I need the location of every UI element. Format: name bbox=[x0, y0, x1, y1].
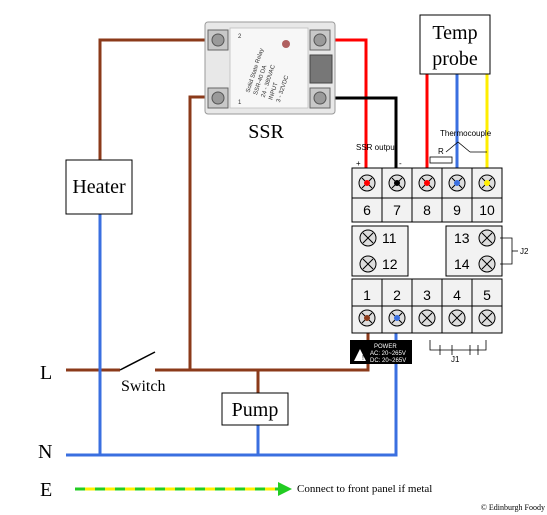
heater-box: Heater bbox=[65, 159, 133, 215]
temp-probe-label-2: probe bbox=[432, 48, 478, 70]
ssr-text-4: INPUT bbox=[268, 82, 279, 101]
terminal-7-label: 7 bbox=[393, 202, 401, 218]
terminal-9-label: 9 bbox=[453, 202, 461, 218]
terminal-12: 12 bbox=[359, 255, 398, 273]
j2-label: J2 bbox=[520, 247, 529, 256]
terminal-4: 4 bbox=[448, 287, 466, 327]
ssr-minus-wire bbox=[325, 96, 398, 182]
terminal-5-label: 5 bbox=[483, 287, 491, 303]
line-n-label: N bbox=[38, 441, 52, 463]
terminal-11: 11 bbox=[359, 229, 397, 247]
terminal-2-label: 2 bbox=[393, 287, 401, 303]
earth-line bbox=[75, 482, 292, 496]
terminal-13-label: 13 bbox=[454, 230, 470, 246]
ssr-minus-sign: - bbox=[399, 159, 402, 168]
terminal-10-label: 10 bbox=[479, 202, 495, 218]
heater-to-ssr-wire bbox=[98, 38, 208, 160]
pump-box: Pump bbox=[221, 392, 289, 426]
copyright: © Edinburgh Foody bbox=[481, 503, 545, 512]
ssr-pin-2: 2 bbox=[238, 34, 242, 40]
neutral-n-line bbox=[66, 315, 398, 457]
power-line-1: POWER bbox=[374, 344, 397, 350]
terminal-mid-rows: 11 12 13 14 bbox=[359, 229, 496, 273]
temp-probe-box: Temp probe bbox=[419, 14, 491, 75]
heater-label: Heater bbox=[72, 176, 126, 198]
power-line-2: AC: 20~265V bbox=[370, 351, 406, 357]
thermocouple-label: Thermocouple bbox=[440, 129, 492, 138]
terminal-4-label: 4 bbox=[453, 287, 461, 303]
earth-arrow-head bbox=[278, 482, 292, 496]
ssr-device: Solid State Relay SSR-40 DA 24 - 380VAC … bbox=[204, 21, 336, 115]
r-label: R bbox=[438, 147, 444, 156]
terminal-8-label: 8 bbox=[423, 202, 431, 218]
ssr-plus-sign: + bbox=[356, 159, 361, 168]
terminal-6-label: 6 bbox=[363, 202, 371, 218]
terminal-13: 13 bbox=[454, 229, 496, 247]
temp-probe-label-1: Temp bbox=[432, 22, 477, 44]
j2-bracket bbox=[500, 237, 518, 265]
ssr-pin-1: 1 bbox=[238, 100, 242, 106]
switch-symbol: Switch bbox=[119, 351, 165, 395]
line-e-label: E bbox=[40, 479, 52, 501]
svg-text:!: ! bbox=[362, 355, 364, 362]
terminal-1-label: 1 bbox=[363, 287, 371, 303]
terminal-12-label: 12 bbox=[382, 256, 398, 272]
resistor-symbol bbox=[429, 141, 487, 164]
ssr-led bbox=[282, 40, 290, 48]
terminal-11-label: 11 bbox=[382, 230, 397, 246]
pump-label: Pump bbox=[232, 399, 279, 421]
earth-note: Connect to front panel if metal bbox=[297, 483, 432, 495]
ssr-label: SSR bbox=[248, 121, 284, 143]
terminal-5: 5 bbox=[478, 287, 496, 327]
line-l-label: L bbox=[40, 362, 52, 384]
power-label-box: ! POWER AC: 20~265V DC: 20~265V bbox=[350, 340, 412, 364]
power-line-3: DC: 20~265V bbox=[370, 358, 406, 364]
j1-bracket bbox=[429, 340, 487, 355]
j1-label: J1 bbox=[451, 355, 460, 364]
ssr-plus-wire bbox=[325, 38, 368, 182]
ssr-output-label: SSR output bbox=[356, 143, 398, 152]
terminal-14: 14 bbox=[454, 255, 496, 273]
switch-out-line bbox=[155, 310, 370, 372]
terminal-3-label: 3 bbox=[423, 287, 431, 303]
switch-label: Switch bbox=[121, 378, 165, 395]
terminal-14-label: 14 bbox=[454, 256, 470, 272]
warning-icon bbox=[354, 349, 366, 361]
ssr-to-switch-wire bbox=[188, 95, 208, 370]
terminal-3: 3 bbox=[418, 287, 436, 327]
pid-controller bbox=[351, 167, 503, 334]
